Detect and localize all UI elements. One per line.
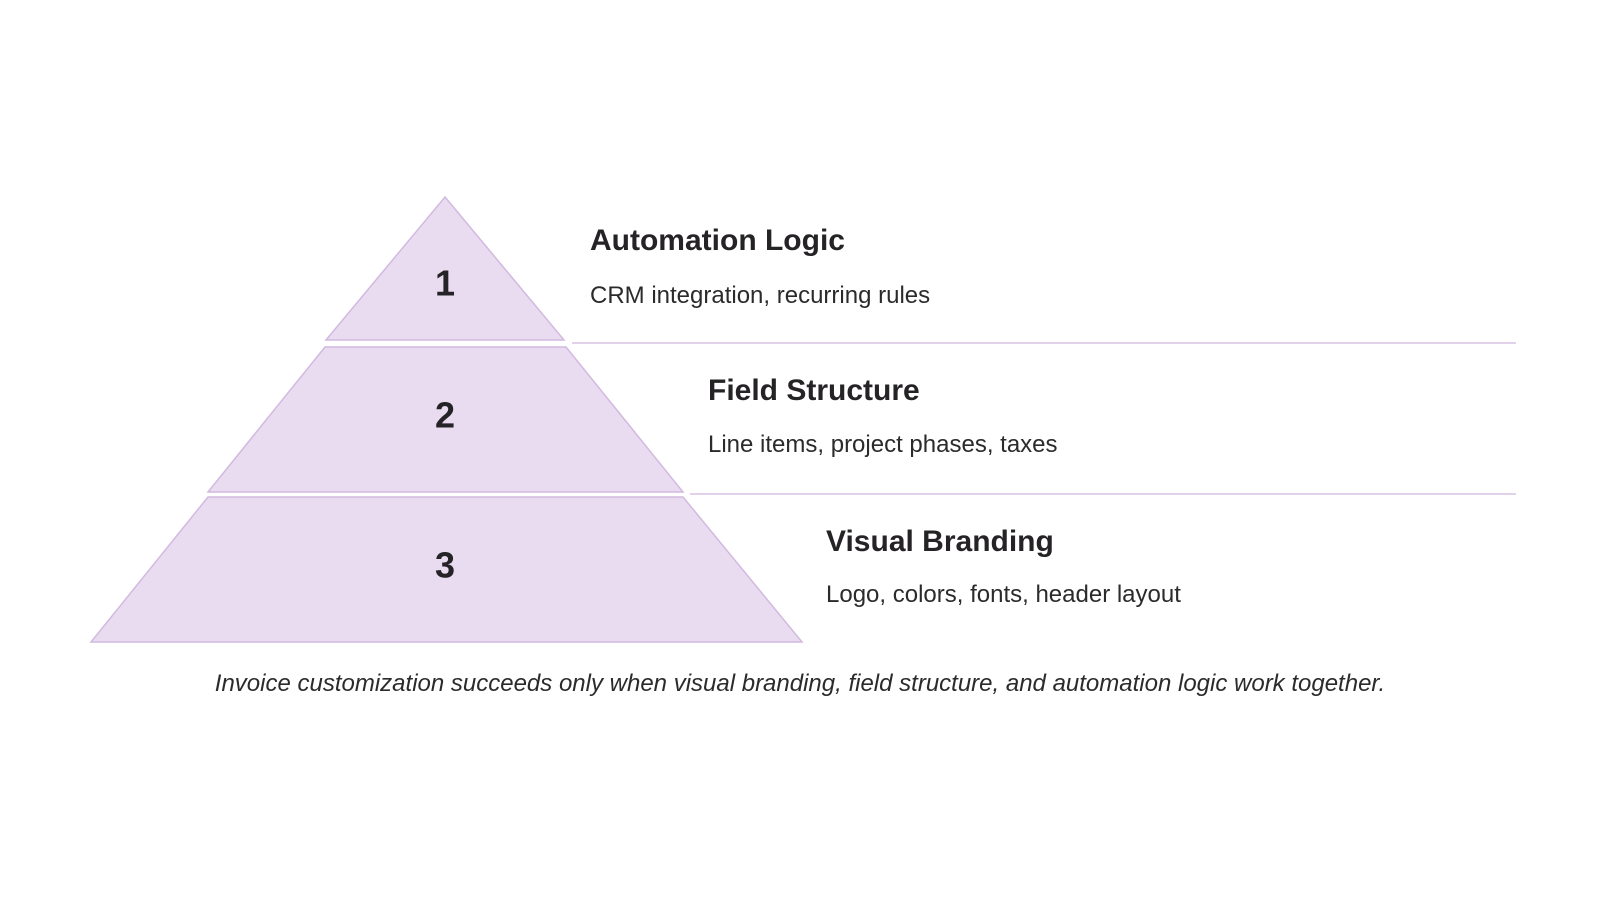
diagram-caption: Invoice customization succeeds only when… (214, 670, 1386, 697)
tier-3-description: Logo, colors, fonts, header layout (826, 581, 1181, 608)
tier-3-number: 3 (435, 545, 455, 586)
tier-1-number: 1 (435, 263, 455, 304)
tier-3-shape (89, 496, 804, 643)
tier-2-description: Line items, project phases, taxes (708, 431, 1058, 458)
tier-3-title: Visual Branding (826, 525, 1054, 558)
pyramid-tier-2: 2 Field Structure Line items, project ph… (206, 346, 1058, 493)
pyramid-tier-1: 1 Automation Logic CRM integration, recu… (324, 195, 930, 341)
tier-2-shape (206, 346, 685, 493)
tier-1-description: CRM integration, recurring rules (590, 282, 930, 309)
tier-1-shape (324, 195, 566, 341)
tier-2-title: Field Structure (708, 374, 920, 407)
tier-2-number: 2 (435, 395, 455, 436)
pyramid-tier-3: 3 Visual Branding Logo, colors, fonts, h… (89, 496, 1181, 643)
tier-1-title: Automation Logic (590, 224, 845, 257)
